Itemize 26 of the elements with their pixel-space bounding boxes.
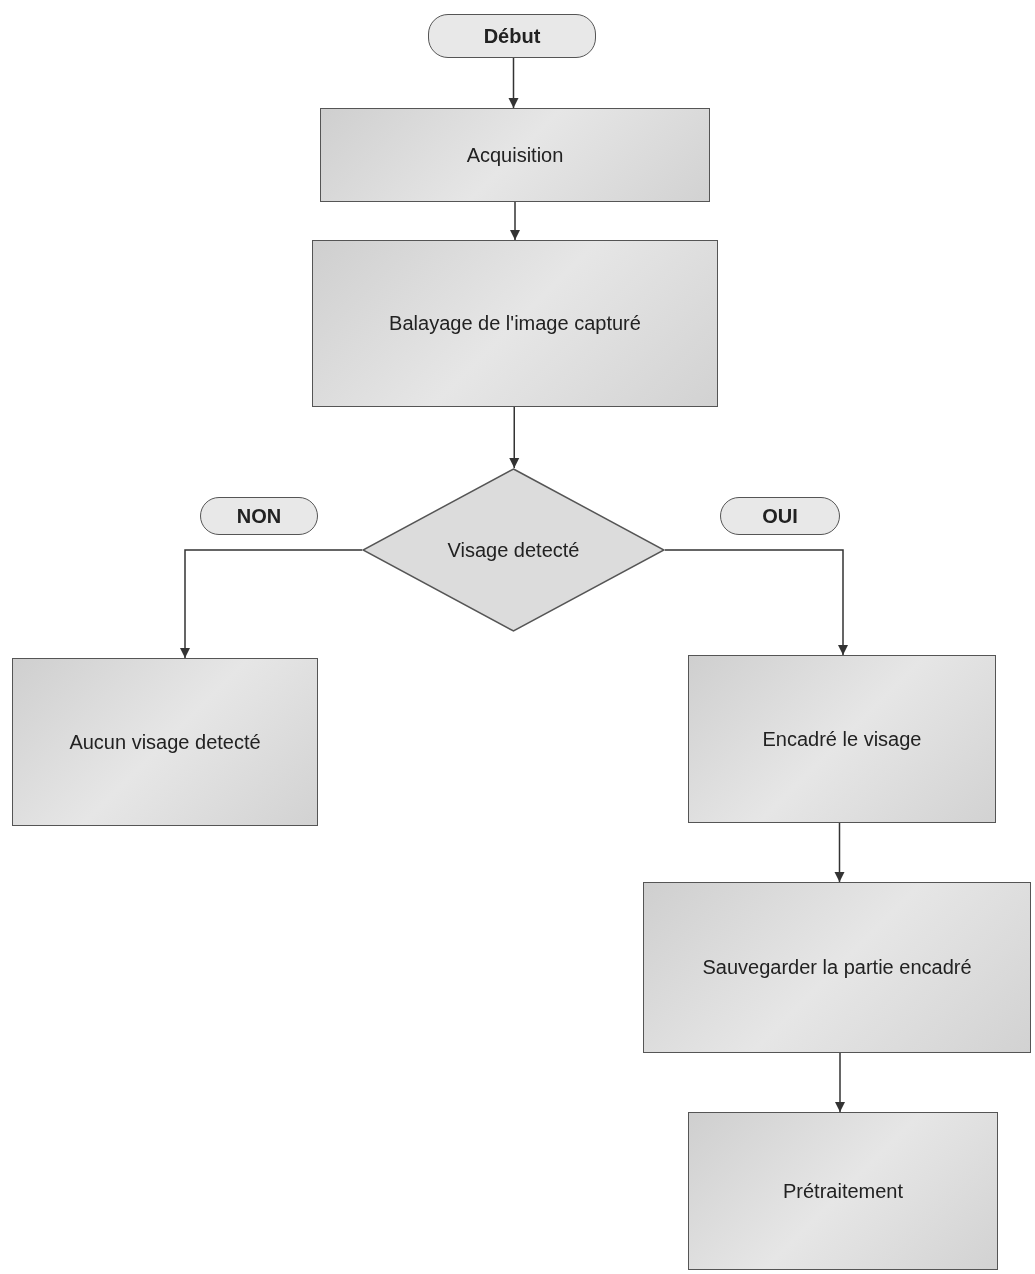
node-label: Encadré le visage (762, 727, 922, 751)
node-label: NON (236, 504, 282, 528)
process-box (320, 108, 710, 202)
arrow (509, 406, 520, 469)
node-label: Aucun visage detecté (69, 730, 261, 754)
node-label: Acquisition (466, 143, 564, 167)
process-box (312, 240, 718, 407)
process-box (688, 655, 996, 823)
terminal-pill (720, 497, 840, 535)
node-label: OUI (762, 504, 798, 528)
node-label: Visage detecté (447, 538, 580, 562)
arrow (179, 549, 363, 659)
node-label: Balayage de l'image capturé (389, 312, 641, 335)
node-label: Sauvegarder la partie encadré (702, 956, 972, 979)
terminal-pill (428, 14, 596, 58)
arrow (509, 201, 521, 241)
terminal-pill (200, 497, 318, 535)
arrow (834, 1052, 846, 1113)
arrow (664, 549, 849, 656)
node-label: Prétraitement (782, 1179, 904, 1203)
process-box (688, 1112, 998, 1270)
process-box (643, 882, 1031, 1053)
arrow (508, 57, 519, 109)
arrow (834, 822, 845, 883)
process-box (12, 658, 318, 826)
node-label: Début (483, 24, 541, 48)
